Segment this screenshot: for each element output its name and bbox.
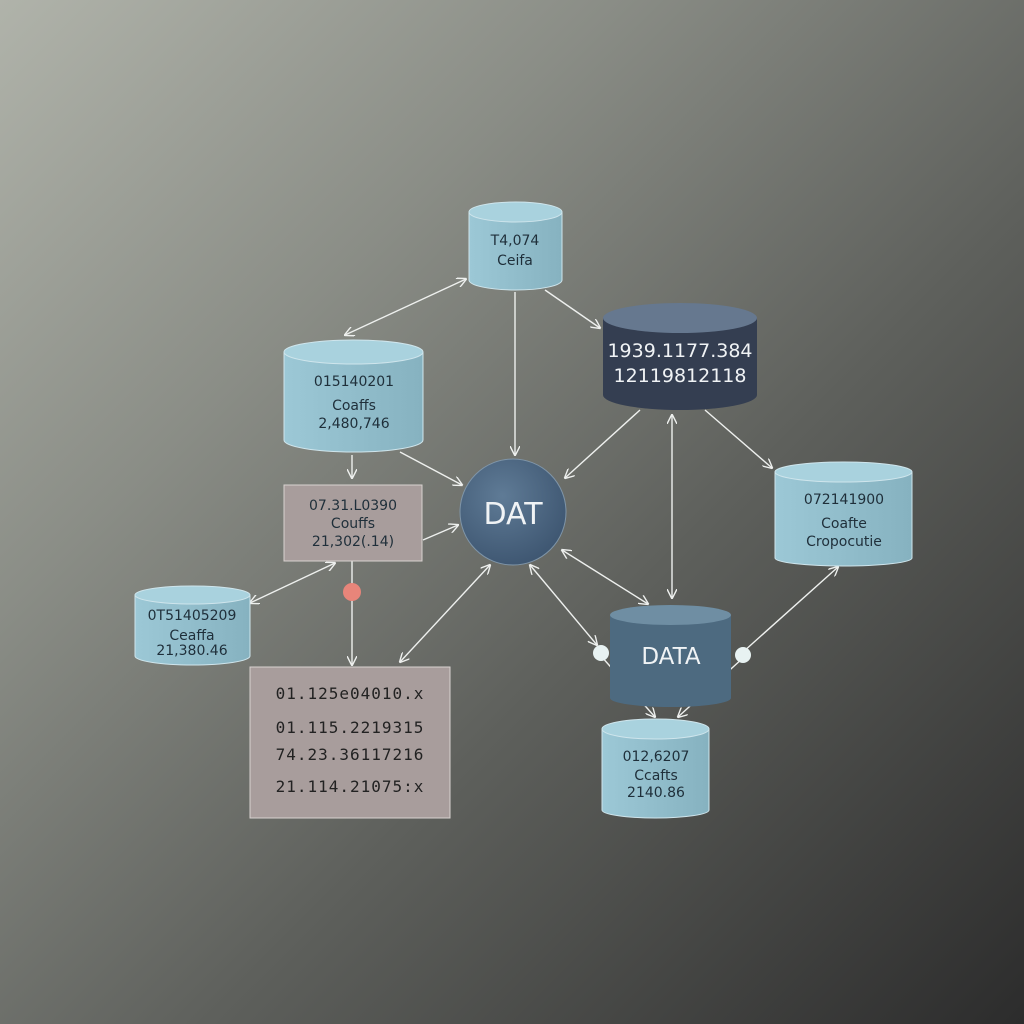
node-text: Cropocutie (806, 534, 882, 550)
edge-circle-data (562, 550, 648, 604)
node-text: 015140201 (314, 374, 394, 390)
node-text: 2140.86 (627, 785, 685, 801)
node-label: DATA (641, 644, 701, 670)
edge-left-top (345, 279, 466, 335)
node-text: 07.31.L0390 (309, 498, 397, 514)
node-text: Coafte (821, 516, 867, 532)
node-label: DAT (483, 497, 543, 532)
node-text: 012,6207 (623, 749, 690, 765)
red-junction-dot[interactable] (343, 583, 361, 601)
big-box-node[interactable]: 01.125e04010.x 01.115.2219315 74.23.3611… (249, 666, 451, 819)
node-text: Ceifa (497, 253, 533, 269)
edge-dark-right (704, 409, 772, 468)
right-cylinder-node[interactable]: 072141900 Coafte Cropocutie (774, 461, 913, 567)
node-text: T4,074 (490, 233, 540, 249)
edge-top-dark (544, 289, 600, 328)
node-text: 74.23.36117216 (276, 745, 425, 764)
node-text: Ccafts (634, 768, 678, 784)
node-text: 12119812118 (614, 365, 747, 387)
bottom-cylinder-node[interactable]: 012,6207 Ccafts 2140.86 (601, 718, 710, 819)
node-text: 0T51405209 (148, 608, 237, 624)
edge-box-smallcyl (250, 563, 335, 603)
edge-circle-bigbox (400, 565, 490, 662)
center-circle-node[interactable]: DAT (459, 458, 567, 566)
white-junction-dot[interactable] (735, 647, 751, 663)
node-text: 21.114.21075:x (276, 777, 425, 796)
node-text: Couffs (331, 516, 375, 532)
node-text: Coaffs (332, 398, 376, 414)
node-text: Ceaffa (169, 628, 214, 644)
white-junction-dot[interactable] (593, 645, 609, 661)
node-text: 01.115.2219315 (276, 718, 425, 737)
node-text: 21,380.46 (156, 643, 227, 659)
edge-left-circle (399, 451, 462, 485)
top-cylinder-node[interactable]: T4,074 Ceifa (468, 201, 563, 291)
node-text: 072141900 (804, 492, 884, 508)
data-cylinder-node[interactable]: DATA (610, 605, 731, 707)
node-text: 21,302(.14) (312, 534, 394, 550)
edges (250, 279, 838, 717)
edge-circle-dot (530, 565, 597, 645)
edge-dark-circle (565, 409, 641, 478)
edge-dot2-right (742, 567, 838, 653)
small-box-node[interactable]: 07.31.L0390 Couffs 21,302(.14) (283, 484, 423, 562)
small-cylinder-node[interactable]: 0T51405209 Ceaffa 21,380.46 (134, 585, 251, 666)
node-text: 1939.1177.384 (607, 340, 752, 362)
node-text: 01.125e04010.x (276, 684, 425, 703)
edge-box-circle (422, 525, 458, 541)
node-text: 2,480,746 (318, 416, 389, 432)
left-cylinder-node[interactable]: 015140201 Coaffs 2,480,746 (283, 339, 424, 453)
dark-cylinder-node[interactable]: 1939.1177.384 12119812118 (603, 303, 757, 410)
